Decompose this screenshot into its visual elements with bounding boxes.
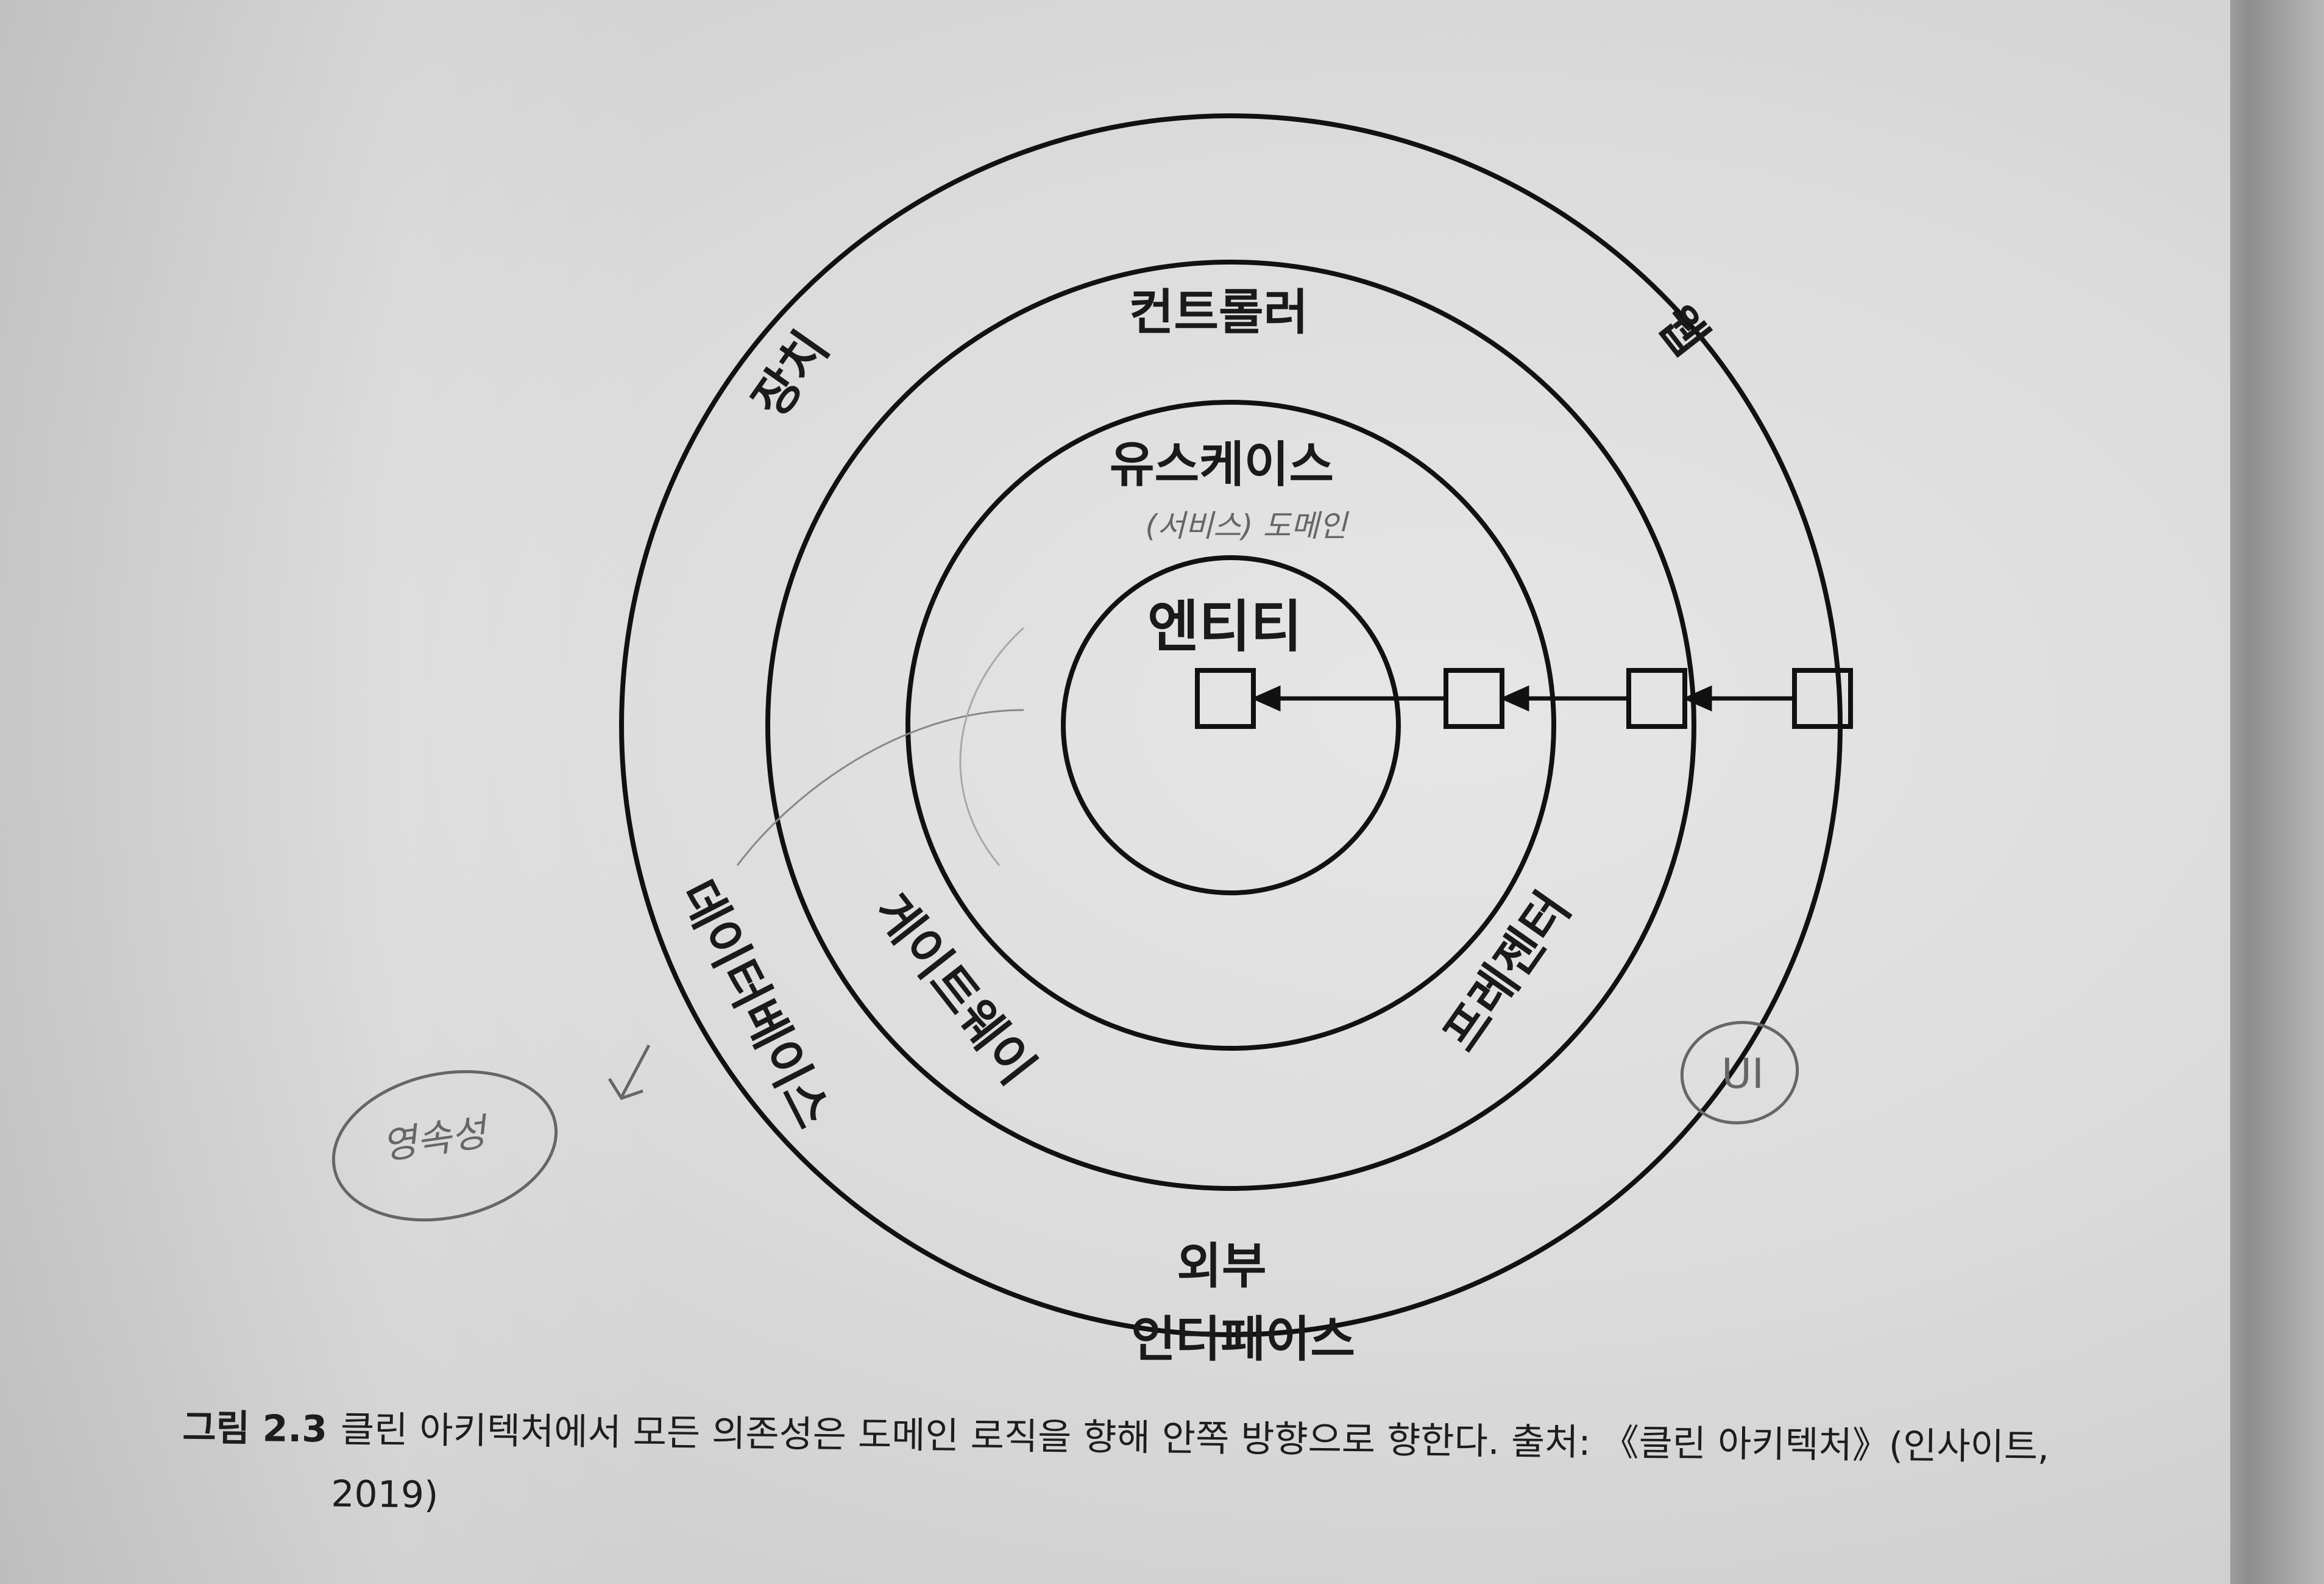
label-usecase: 유스케이스 (1110, 436, 1334, 493)
rings (619, 113, 1843, 1337)
second-ring (905, 400, 1556, 1051)
pencil-stroke-1 (736, 709, 1024, 866)
label-external: 외부 (1177, 1238, 1266, 1295)
dependency-arrows (1251, 685, 1794, 712)
label-entity: 엔티티 (1147, 594, 1302, 659)
handwritten-persistence-circle (331, 1070, 558, 1222)
handwritten-pointer (620, 1044, 651, 1098)
arrow-head-1 (1251, 685, 1281, 712)
box-usecase (1444, 668, 1504, 729)
label-gateway: 게이트웨이 (863, 883, 1046, 1095)
label-device: 장치 (742, 321, 840, 427)
label-controller: 컨트롤러 (1129, 284, 1308, 341)
label-presenter: 프레젠터 (1432, 882, 1581, 1062)
inner-ring (1061, 555, 1401, 895)
arrow-head-3 (1682, 685, 1712, 712)
caption-label: 그림 2.3 (182, 1406, 328, 1451)
third-ring (765, 260, 1696, 1191)
label-database: 데이터베이스 (669, 872, 841, 1137)
caption-text: 클린 아키텍처에서 모든 의존성은 도메인 로직을 향해 안쪽 방향으로 향한다… (340, 1408, 2050, 1469)
page-shadow (0, 0, 670, 1584)
page-edge (2230, 0, 2324, 1584)
figure-caption: 그림 2.3 클린 아키텍처에서 모든 의존성은 도메인 로직을 향해 안쪽 방향… (182, 1396, 2267, 1547)
handwritten-pointer-head (608, 1078, 643, 1101)
box-entity (1195, 668, 1256, 729)
pencil-stroke-2 (959, 627, 1025, 866)
box-interface-adapter (1626, 668, 1687, 729)
handwritten-persistence-label: 영속성 (379, 1109, 492, 1168)
handwritten-ui-label: UI (1721, 1050, 1764, 1098)
handwritten-domain-note: (서비스) 도메인 (1146, 508, 1350, 544)
arrow-head-2 (1500, 685, 1529, 712)
handwritten-ui-circle (1680, 1021, 1799, 1124)
label-web: 웹 (1646, 296, 1719, 366)
label-interface: 인터페이스 (1131, 1311, 1355, 1368)
